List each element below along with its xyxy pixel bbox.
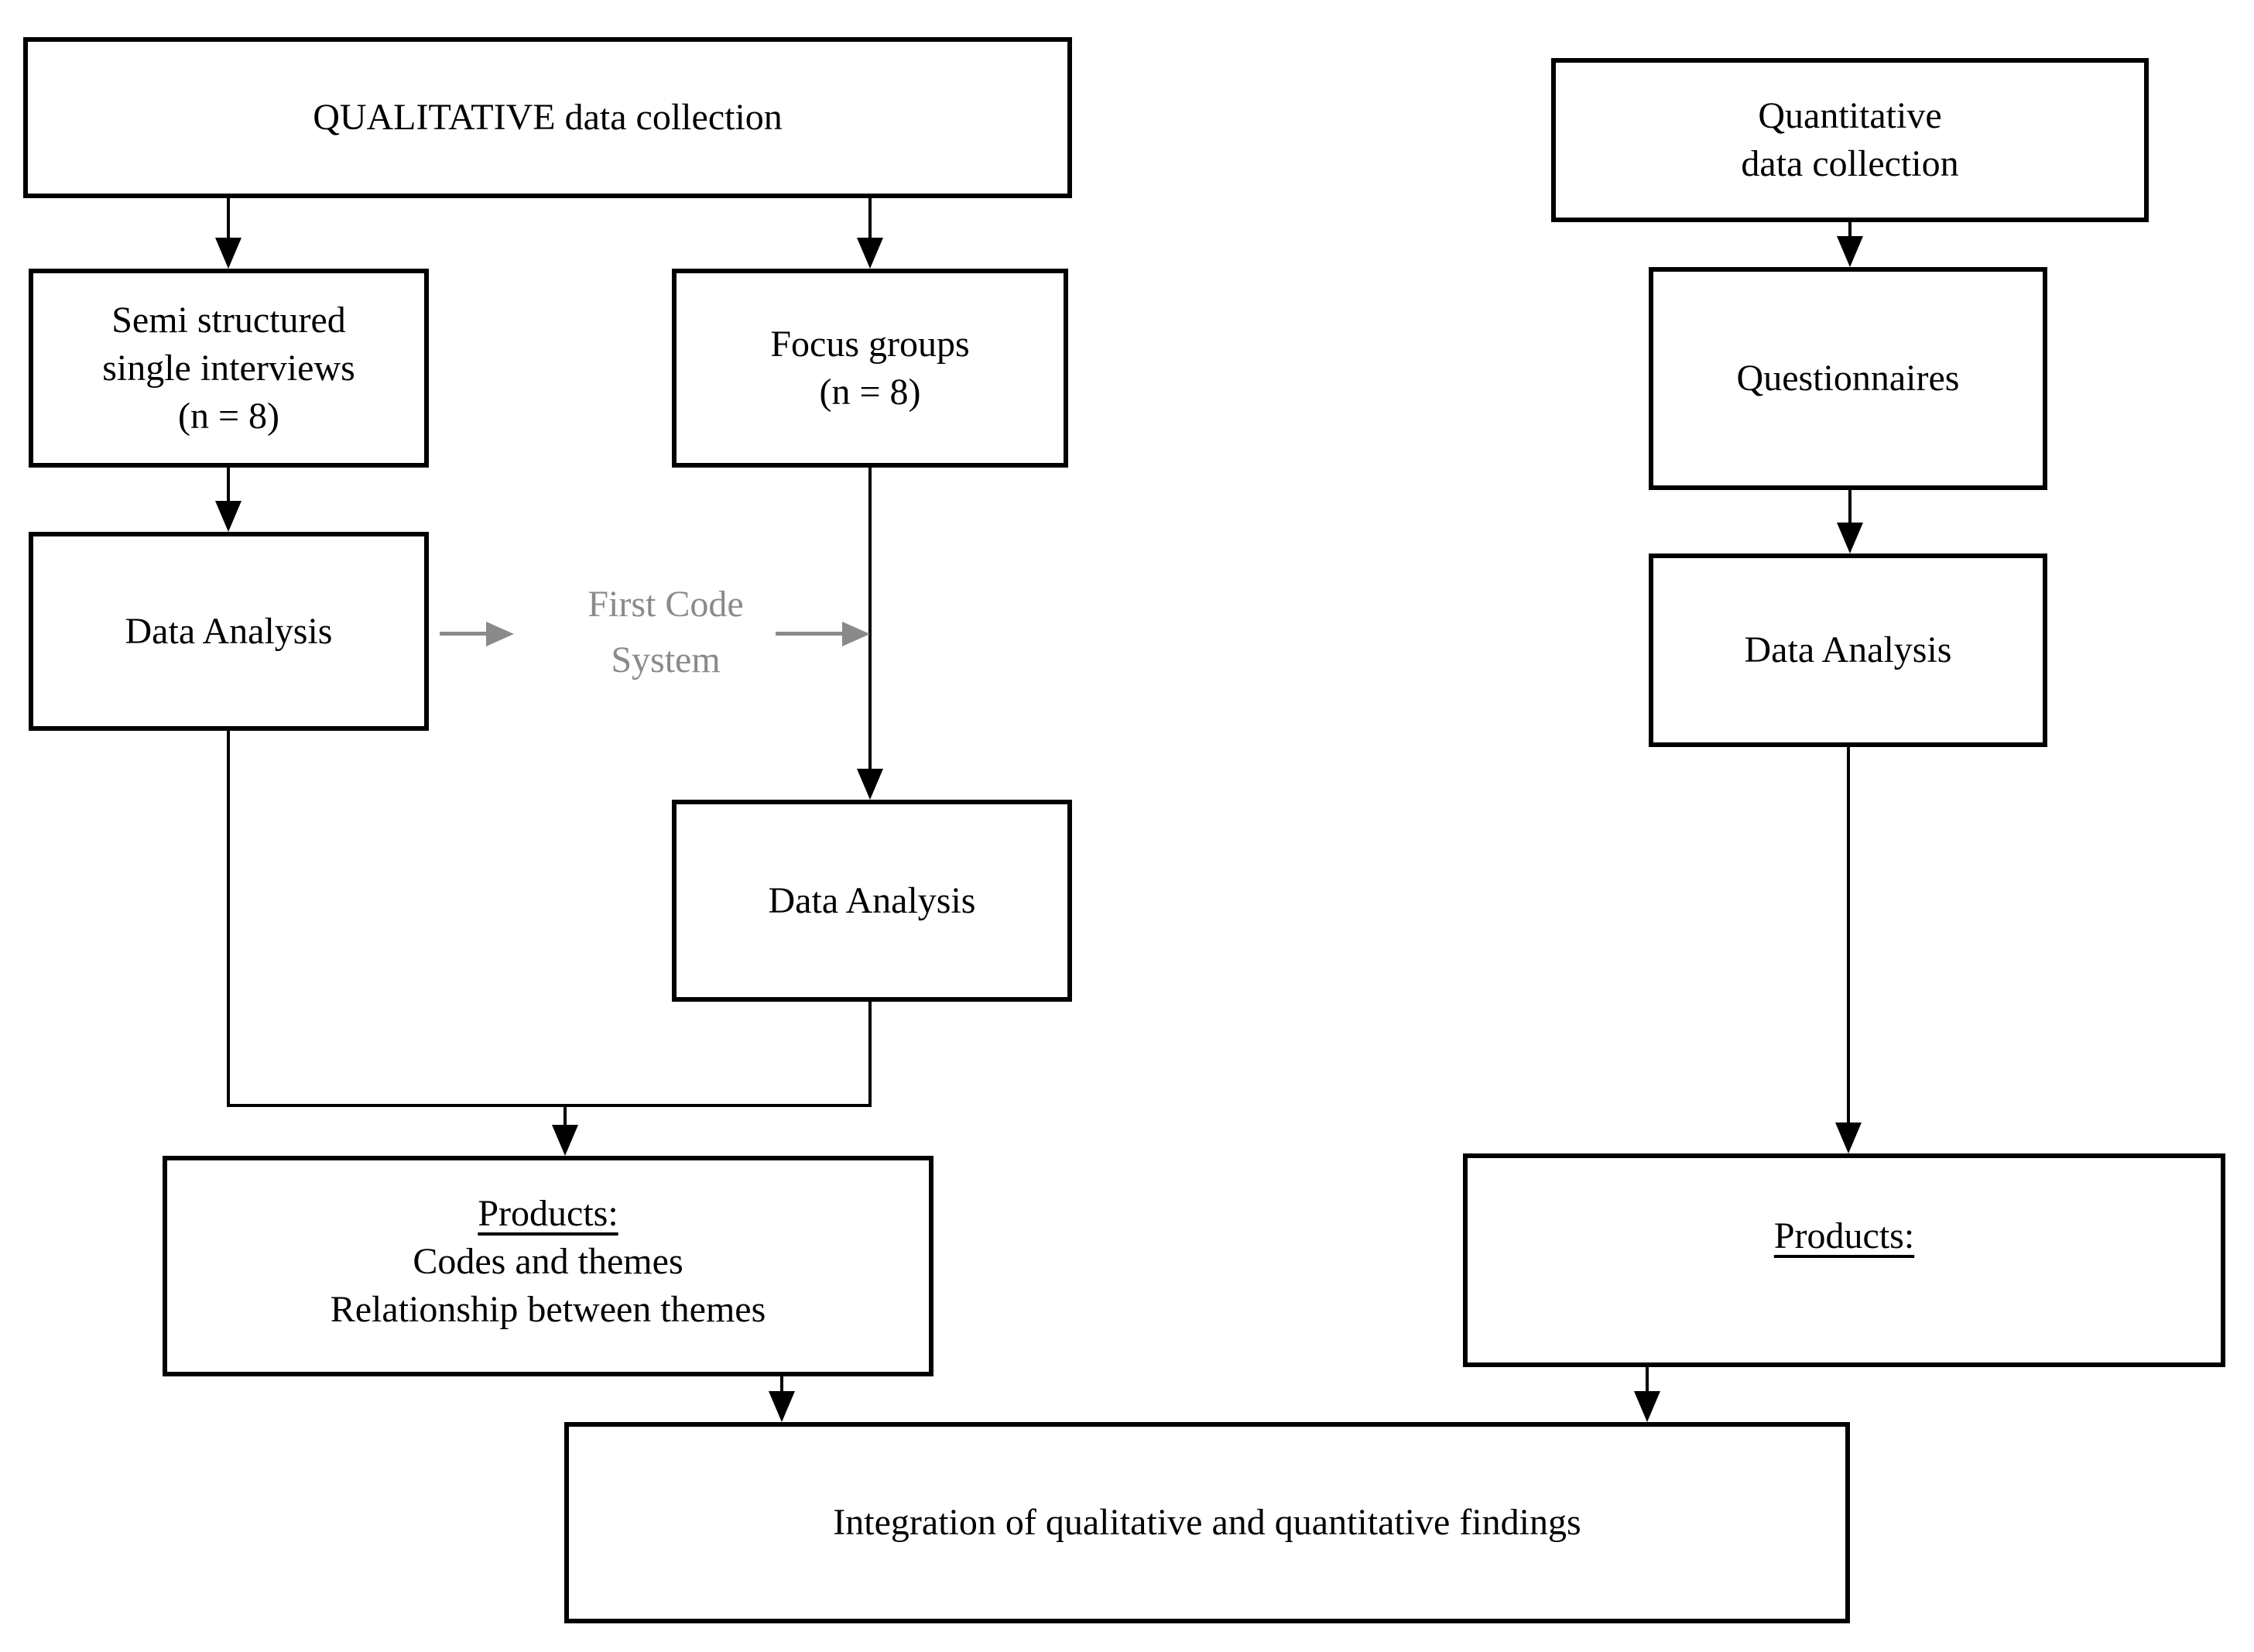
connector-quant-products-to-integration — [1646, 1367, 1649, 1393]
quantitative-data-collection-line2: data collection — [1741, 143, 1959, 184]
connector-merge-horizontal — [227, 1104, 872, 1107]
connector-interviews-to-analysis — [227, 468, 230, 502]
first-code-system-label: First Code System — [534, 577, 797, 688]
arrowhead-merge-to-products — [552, 1125, 578, 1156]
interviews-label-line2: single interviews — [102, 347, 355, 389]
quantitative-data-collection-box: Quantitative data collection — [1551, 58, 2149, 222]
first-code-system-line2: System — [611, 639, 721, 680]
qualitative-products-heading: Products: — [478, 1193, 618, 1234]
first-code-system-line1: First Code — [587, 584, 744, 625]
arrowhead-collection-to-focus — [857, 238, 883, 269]
gray-arrowhead-firstcode-to-focusline — [842, 622, 870, 646]
questionnaires-box: Questionnaires — [1649, 267, 2047, 490]
qualitative-data-collection-label: QUALITATIVE data collection — [313, 97, 783, 138]
arrowhead-quant-products-to-integration — [1634, 1391, 1660, 1422]
focus-groups-box: Focus groups (n = 8) — [672, 269, 1068, 468]
interviews-data-analysis-box: Data Analysis — [29, 532, 429, 731]
interviews-label-line3: (n = 8) — [177, 395, 280, 437]
integration-label: Integration of qualitative and quantitat… — [833, 1502, 1581, 1543]
arrowhead-interviews-to-analysis — [215, 501, 242, 532]
focus-groups-label-line2: (n = 8) — [819, 371, 921, 413]
interviews-data-analysis-label: Data Analysis — [125, 610, 333, 652]
arrowhead-focus-to-analysis — [857, 769, 883, 800]
connector-quant-analysis-to-products — [1847, 747, 1850, 1124]
interviews-label-line1: Semi structured — [111, 299, 346, 341]
qualitative-products-line1: Codes and themes — [413, 1241, 683, 1282]
integration-box: Integration of qualitative and quantitat… — [564, 1422, 1850, 1623]
connector-merge-to-products — [564, 1104, 567, 1126]
quantitative-data-analysis-box: Data Analysis — [1649, 554, 2047, 747]
qualitative-products-line2: Relationship between themes — [330, 1289, 766, 1330]
connector-focus-to-analysis — [868, 468, 872, 770]
arrowhead-quant-collection-to-questionnaires — [1837, 236, 1863, 267]
arrowhead-questionnaires-to-analysis — [1837, 523, 1863, 554]
quantitative-data-collection-line1: Quantitative — [1758, 95, 1942, 136]
quantitative-products-heading: Products: — [1773, 1215, 1915, 1256]
connector-focus-analysis-down — [868, 1002, 872, 1107]
arrowhead-collection-to-interviews — [215, 238, 242, 269]
connector-collection-to-interviews — [227, 198, 230, 239]
connector-quant-collection-to-questionnaires — [1848, 222, 1852, 238]
gray-arrow-analysis-to-firstcode-shaft — [440, 632, 486, 636]
questionnaires-label: Questionnaires — [1736, 358, 1960, 399]
gray-arrow-firstcode-to-focusline-shaft — [776, 632, 842, 636]
focus-groups-label-line1: Focus groups — [770, 323, 970, 365]
quantitative-products-box: Products: — [1463, 1153, 2225, 1367]
arrowhead-qual-products-to-integration — [769, 1391, 795, 1422]
gray-arrowhead-analysis-to-firstcode — [486, 622, 514, 646]
connector-collection-to-focus — [868, 198, 872, 239]
connector-qual-products-to-integration — [780, 1376, 783, 1393]
qualitative-products-box: Products: Codes and themes Relationship … — [163, 1156, 933, 1376]
connector-interviews-analysis-down — [227, 730, 230, 1107]
connector-questionnaires-to-analysis — [1848, 490, 1852, 524]
qualitative-data-collection-box: QUALITATIVE data collection — [23, 37, 1072, 198]
focus-data-analysis-label: Data Analysis — [768, 879, 976, 921]
quantitative-data-analysis-label: Data Analysis — [1744, 629, 1952, 670]
interviews-box: Semi structured single interviews (n = 8… — [29, 269, 429, 468]
focus-data-analysis-box: Data Analysis — [672, 800, 1072, 1002]
arrowhead-quant-analysis-to-products — [1835, 1122, 1862, 1153]
